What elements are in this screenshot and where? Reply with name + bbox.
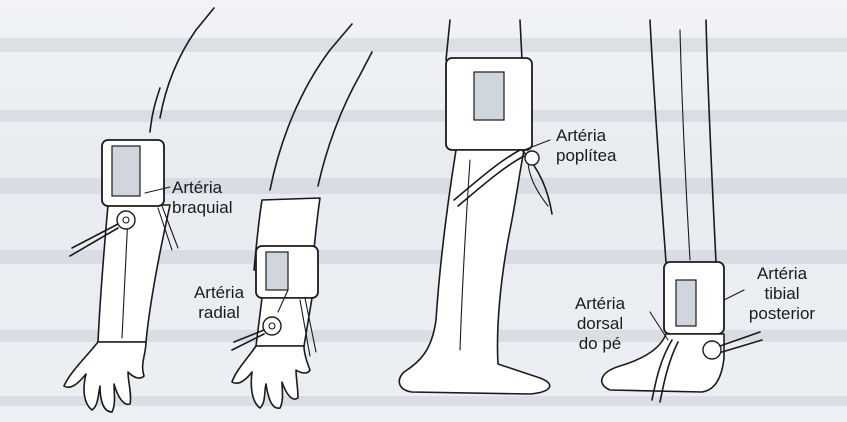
stethoscope-head-radial (263, 317, 281, 335)
label-dorsalis-pedis-artery: Artéria dorsal do pé (560, 294, 640, 354)
label-line: braquial (172, 198, 233, 218)
tibial-leader-line (724, 290, 744, 300)
label-line: Artéria (742, 264, 822, 284)
label-line: Artéria (184, 283, 254, 303)
label-posterior-tibial-artery: Artéria tibial posterior (742, 264, 822, 324)
label-line: tibial (742, 284, 822, 304)
label-line: Artéria (560, 294, 640, 314)
arm-radial-figure (232, 24, 372, 408)
stethoscope-head (117, 211, 135, 229)
label-line: dorsal (560, 314, 640, 334)
label-line: radial (184, 303, 254, 323)
label-popliteal-artery: Artéria poplítea (556, 126, 617, 166)
label-brachial-artery: Artéria braquial (172, 178, 233, 218)
label-line: posterior (742, 304, 822, 324)
label-line: Artéria (172, 178, 233, 198)
label-line: do pé (560, 334, 640, 354)
stethoscope-head-tibial (703, 341, 721, 359)
label-radial-artery: Artéria radial (184, 283, 254, 323)
label-line: Artéria (556, 126, 617, 146)
label-line: poplítea (556, 146, 617, 166)
stethoscope-head-popliteal (525, 151, 539, 165)
leg-popliteal-figure (399, 20, 552, 394)
